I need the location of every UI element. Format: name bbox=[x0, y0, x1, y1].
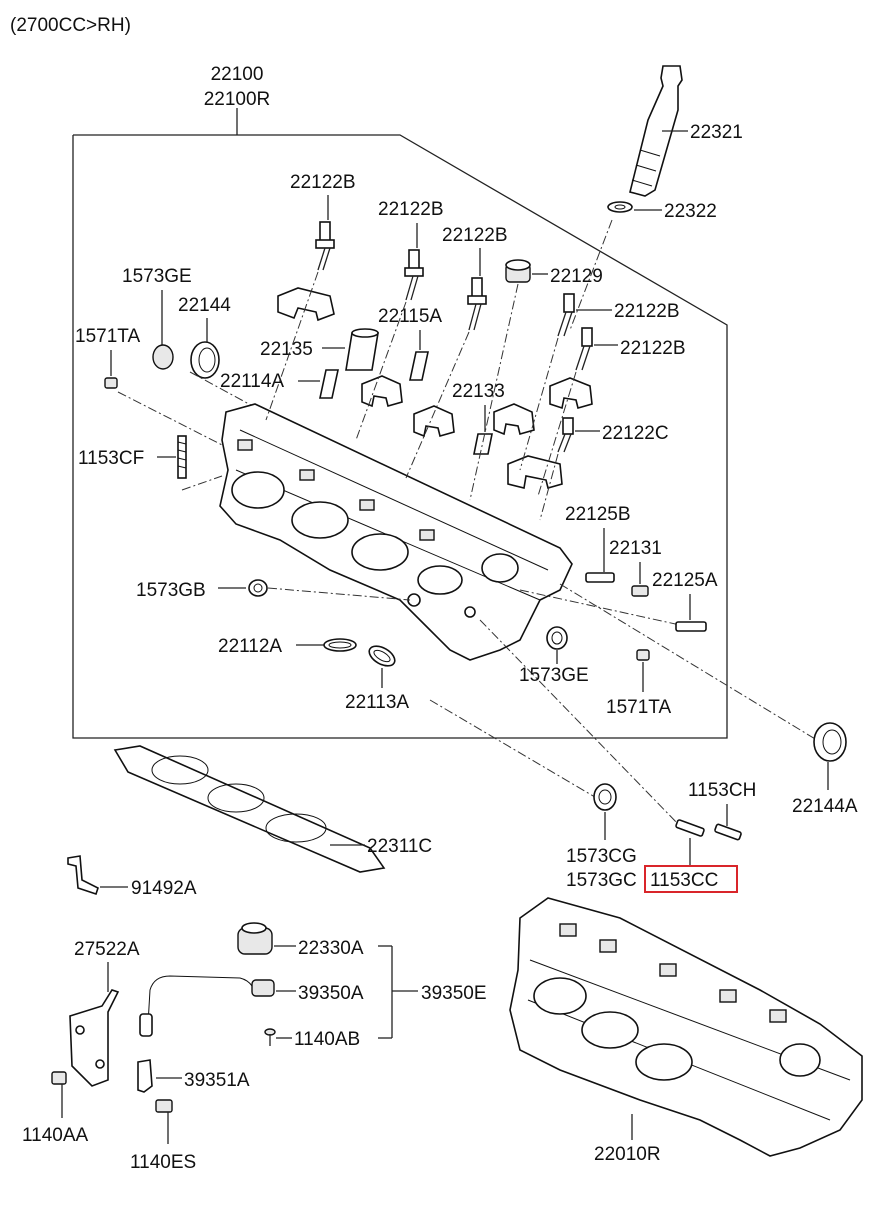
label-22129[interactable]: 22129 bbox=[550, 266, 603, 287]
label-39351a[interactable]: 39351A bbox=[184, 1070, 250, 1091]
stud-22125b bbox=[585, 528, 615, 583]
sensor-22330a bbox=[237, 922, 296, 955]
label-22322[interactable]: 22322 bbox=[664, 201, 717, 222]
bolt-1140aa bbox=[51, 1071, 67, 1118]
stud-1153cc bbox=[675, 819, 705, 866]
header-text: (2700CC>RH) bbox=[10, 15, 131, 36]
label-22122b-1[interactable]: 22122B bbox=[290, 172, 356, 193]
sensor-assy-bracket bbox=[378, 945, 418, 1039]
label-22125a[interactable]: 22125A bbox=[652, 570, 718, 591]
label-22112a[interactable]: 22112A bbox=[218, 636, 282, 657]
bracket-91492a bbox=[67, 855, 128, 896]
label-1153cf[interactable]: 1153CF bbox=[78, 448, 144, 469]
label-22311c[interactable]: 22311C bbox=[367, 836, 432, 857]
label-22122b-5[interactable]: 22122B bbox=[620, 338, 686, 359]
label-1140ab[interactable]: 1140AB bbox=[294, 1029, 360, 1050]
bolt-22122b-3 bbox=[467, 248, 487, 331]
assembly-frame bbox=[72, 108, 728, 739]
label-1573ge-top[interactable]: 1573GE bbox=[122, 266, 192, 287]
label-27522a[interactable]: 27522A bbox=[74, 939, 140, 960]
bare-head-22010r bbox=[509, 897, 863, 1157]
assembly-dash-lines bbox=[265, 271, 831, 827]
label-91492a[interactable]: 91492A bbox=[131, 878, 197, 899]
pin-22133 bbox=[473, 405, 493, 455]
pin-22115a bbox=[409, 330, 429, 381]
label-22115a[interactable]: 22115A bbox=[378, 306, 442, 327]
label-1573gb[interactable]: 1573GB bbox=[136, 580, 206, 601]
cam-caps bbox=[277, 287, 593, 489]
label-22330a[interactable]: 22330A bbox=[298, 938, 364, 959]
label-1571ta-top[interactable]: 1571TA bbox=[75, 326, 140, 347]
bracket-27522a bbox=[69, 962, 120, 1087]
head-bolt-22321 bbox=[629, 65, 688, 197]
ring-22113a bbox=[368, 645, 396, 688]
bolt-22122b-1 bbox=[315, 195, 335, 271]
label-39350a[interactable]: 39350A bbox=[298, 983, 364, 1004]
sensor-39350a bbox=[139, 975, 296, 1037]
pin-22114a bbox=[298, 369, 339, 399]
bolt-1140es bbox=[155, 1099, 173, 1144]
bolt-22122b-4 bbox=[557, 293, 612, 337]
seal-22144a bbox=[813, 722, 847, 790]
label-1573gc[interactable]: 1573GC bbox=[566, 870, 637, 891]
head-gasket-22311c bbox=[113, 745, 386, 873]
label-22321[interactable]: 22321 bbox=[690, 122, 743, 143]
label-1153ch[interactable]: 1153CH bbox=[688, 780, 756, 801]
label-22144[interactable]: 22144 bbox=[178, 295, 231, 316]
label-39350e[interactable]: 39350E bbox=[421, 983, 487, 1004]
label-22114a[interactable]: 22114A bbox=[220, 371, 284, 392]
highlight-box-1153cc bbox=[644, 865, 738, 893]
stud-1153cf bbox=[157, 435, 223, 491]
nut-1571ta-top bbox=[104, 350, 229, 449]
plug-1573cg bbox=[593, 783, 617, 840]
plug-22129 bbox=[505, 259, 548, 283]
cylinder-head-casting bbox=[219, 403, 573, 661]
plug-1573ge-top bbox=[152, 290, 174, 370]
bolt-22122b-5 bbox=[575, 327, 618, 371]
label-22122b-3[interactable]: 22122B bbox=[442, 225, 508, 246]
stud-22125a bbox=[675, 594, 707, 632]
label-1140aa[interactable]: 1140AA bbox=[22, 1125, 89, 1146]
label-22113a[interactable]: 22113A bbox=[345, 692, 409, 713]
label-22122b-4[interactable]: 22122B bbox=[614, 301, 680, 322]
washer-22322 bbox=[569, 201, 662, 331]
label-22100[interactable]: 22100 bbox=[211, 64, 264, 85]
bolt-22122c bbox=[557, 417, 600, 453]
plug-22131 bbox=[631, 562, 649, 597]
pin-22135 bbox=[322, 328, 379, 371]
stud-1153ch bbox=[714, 804, 742, 841]
label-22122c[interactable]: 22122C bbox=[602, 423, 669, 444]
label-1573ge-bottom[interactable]: 1573GE bbox=[519, 665, 589, 686]
label-1153cc[interactable]: 1153CC bbox=[650, 870, 718, 891]
label-1140es[interactable]: 1140ES bbox=[130, 1152, 196, 1173]
seal-22144-top bbox=[189, 318, 261, 411]
screw-1140ab bbox=[264, 1028, 292, 1046]
label-1573cg[interactable]: 1573CG bbox=[566, 846, 637, 867]
label-1571ta-bottom[interactable]: 1571TA bbox=[606, 697, 671, 718]
bolt-22122b-2 bbox=[404, 223, 424, 301]
label-22100r[interactable]: 22100R bbox=[204, 89, 271, 110]
plug-1573gb bbox=[218, 579, 268, 597]
label-22144a[interactable]: 22144A bbox=[792, 796, 858, 817]
label-22122b-2[interactable]: 22122B bbox=[378, 199, 444, 220]
label-22133[interactable]: 22133 bbox=[452, 381, 505, 402]
ring-22112a bbox=[296, 638, 357, 652]
label-22135[interactable]: 22135 bbox=[260, 339, 313, 360]
label-22131[interactable]: 22131 bbox=[609, 538, 662, 559]
label-22010r[interactable]: 22010R bbox=[594, 1144, 661, 1165]
clip-39351a bbox=[137, 1059, 182, 1093]
plug-1573ge-bottom bbox=[546, 626, 568, 664]
nut-1571ta-bottom bbox=[636, 649, 650, 692]
label-22125b[interactable]: 22125B bbox=[565, 504, 631, 525]
